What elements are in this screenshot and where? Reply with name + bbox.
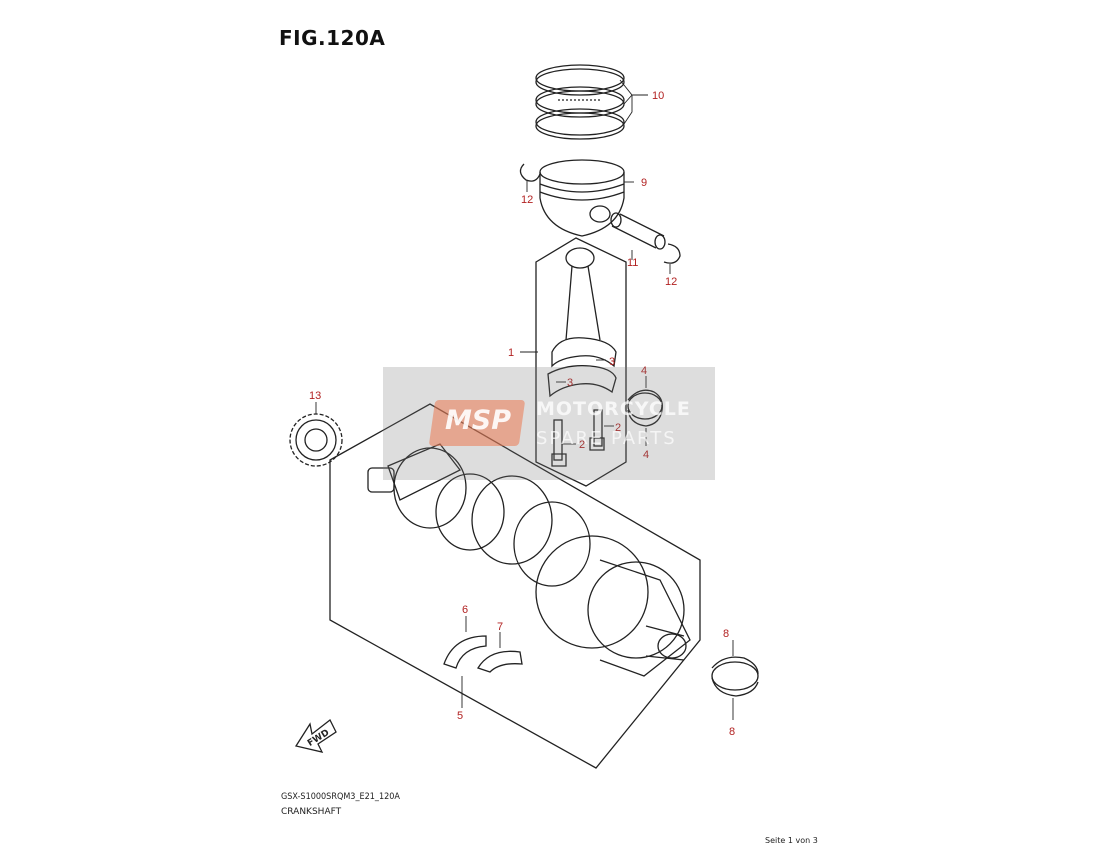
callout-11: 11 <box>627 257 638 269</box>
main-bearings <box>711 656 759 697</box>
callout-3-upper: 3 <box>609 356 615 368</box>
callout-4-lower: 4 <box>643 449 649 461</box>
piston-rings <box>535 64 625 140</box>
leader-lines <box>315 79 734 720</box>
piston-pin <box>610 212 666 250</box>
connecting-rod <box>547 247 617 467</box>
circlip-left <box>519 163 541 182</box>
crankshaft-frame <box>329 403 701 769</box>
callout-5: 5 <box>457 710 463 722</box>
fwd-arrow-icon: FWD <box>294 719 337 753</box>
callout-10: 10 <box>652 90 664 102</box>
callout-9: 9 <box>641 177 647 189</box>
footer-model-code: GSX-S1000SRQM3_E21_120A <box>281 792 400 802</box>
thrust-bearing-6 <box>443 635 487 669</box>
watermark-line-2: SPARE PARTS <box>536 428 677 449</box>
page-number: Seite 1 von 3 <box>765 836 818 845</box>
piston <box>539 159 625 237</box>
figure-title: FIG.120A <box>279 26 386 50</box>
callout-2-right: 2 <box>615 422 621 434</box>
watermark-line-1: MOTORCYCLE <box>536 398 691 420</box>
crankshaft <box>367 443 691 677</box>
watermark-badge-text: MSP <box>444 405 512 436</box>
callout-3-lower: 3 <box>567 377 573 389</box>
callout-12-left: 12 <box>521 194 533 206</box>
callout-8-lower: 8 <box>729 726 735 738</box>
callout-6: 6 <box>462 604 468 616</box>
callout-12-right: 12 <box>665 276 677 288</box>
callout-4-upper: 4 <box>641 365 647 377</box>
callout-8-upper: 8 <box>723 628 729 640</box>
callout-2-left: 2 <box>579 439 585 451</box>
conrod-bearings <box>627 389 663 427</box>
conrod-frame <box>535 237 627 487</box>
thrust-bearing-7 <box>477 650 523 673</box>
callout-7: 7 <box>497 621 503 633</box>
footer-section-name: CRANKSHAFT <box>281 807 342 817</box>
circlip-right <box>663 243 681 264</box>
callout-13: 13 <box>309 390 321 402</box>
callout-1: 1 <box>508 347 514 359</box>
